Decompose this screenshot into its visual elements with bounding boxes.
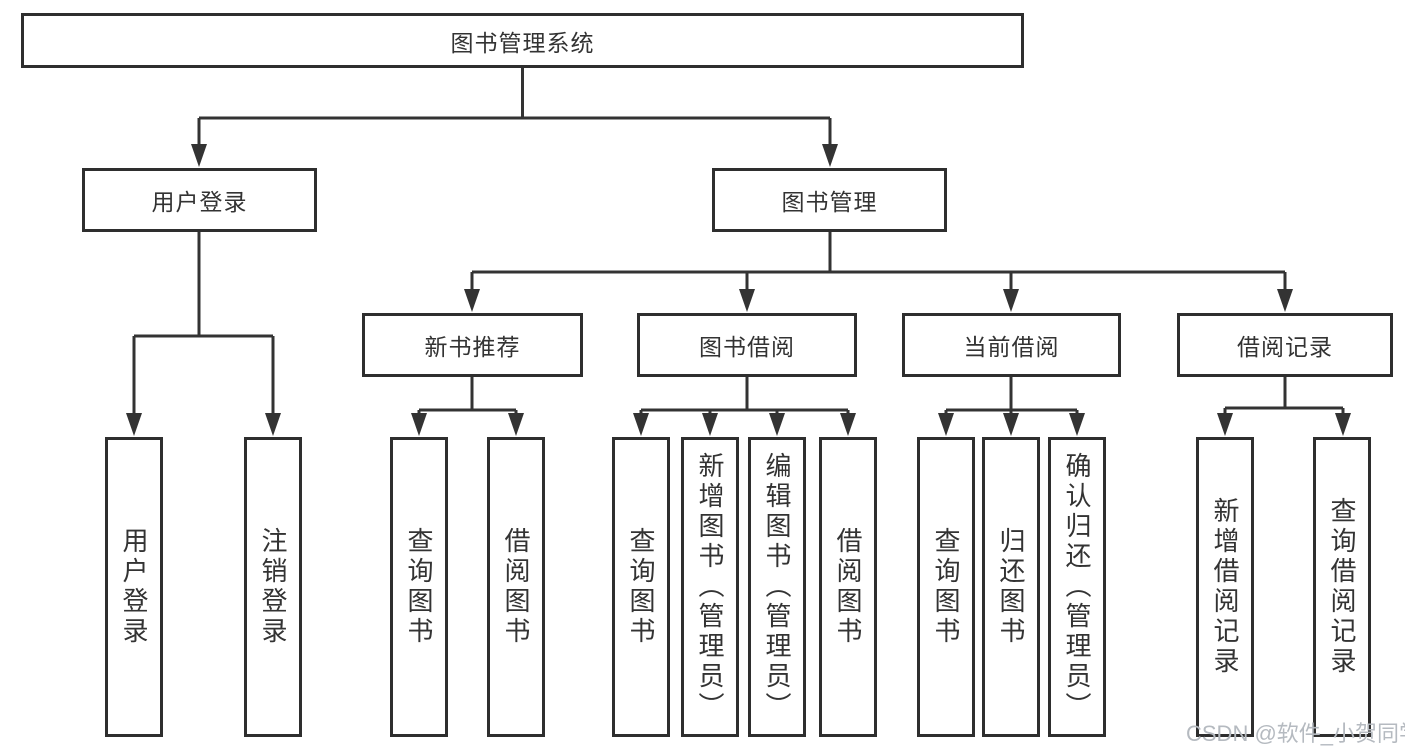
node-book-management: 图书管理 (712, 168, 947, 232)
leaf-logout: 注销登录 (244, 437, 302, 737)
leaf-query-books-2: 查询图书 (612, 437, 670, 737)
leaf-add-books-admin: 新增图书（管理员） (681, 437, 739, 737)
node-current-borrowing: 当前借阅 (902, 313, 1121, 377)
leaf-confirm-return-admin: 确认归还（管理员） (1048, 437, 1106, 737)
node-borrowing-records: 借阅记录 (1177, 313, 1393, 377)
watermark: CSDN @软件_小贺同学 (1186, 721, 1405, 746)
leaf-edit-books-admin: 编辑图书（管理员） (748, 437, 806, 737)
leaf-add-borrow-record: 新增借阅记录 (1196, 437, 1254, 737)
node-library-management-system: 图书管理系统 (21, 13, 1024, 68)
leaf-borrow-books-1: 借阅图书 (487, 437, 545, 737)
leaf-query-books-1: 查询图书 (390, 437, 448, 737)
leaf-return-books: 归还图书 (982, 437, 1040, 737)
leaf-query-books-3: 查询图书 (917, 437, 975, 737)
node-new-book-recommendation: 新书推荐 (362, 313, 583, 377)
leaf-borrow-books-2: 借阅图书 (819, 437, 877, 737)
arrowhead-group (126, 144, 1351, 436)
node-user-login: 用户登录 (82, 168, 317, 232)
node-book-borrowing: 图书借阅 (637, 313, 857, 377)
leaf-query-borrow-record: 查询借阅记录 (1313, 437, 1371, 737)
leaf-user-login: 用户登录 (105, 437, 163, 737)
